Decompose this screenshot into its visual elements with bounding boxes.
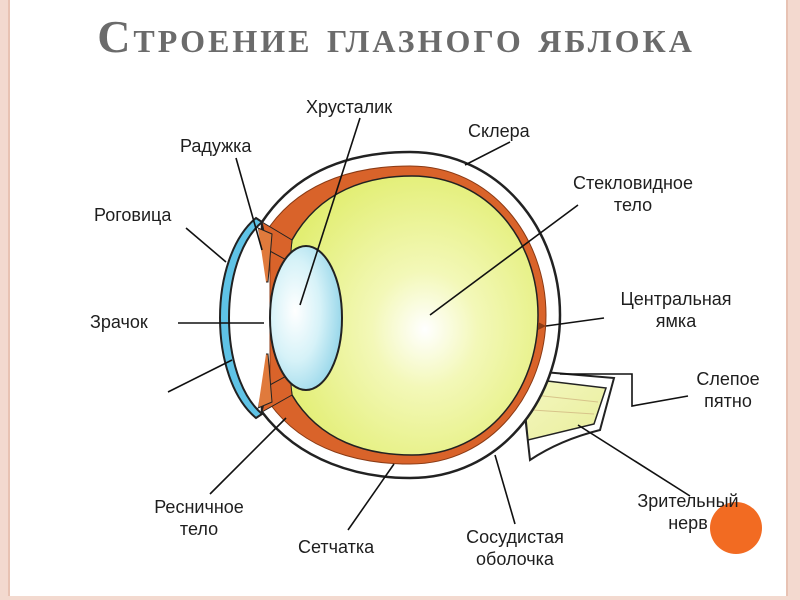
optic-nerve-fiber <box>533 394 599 403</box>
label-sclera: Склера <box>468 121 530 141</box>
leader-fovea <box>545 317 605 327</box>
label-cornea: Роговица <box>94 205 172 225</box>
leader-vitreous <box>429 204 579 316</box>
cornea <box>219 216 264 420</box>
label-fovea-line2: ямка <box>655 311 697 331</box>
optic-nerve-fiber <box>531 409 595 415</box>
accent-dot <box>710 502 762 554</box>
label-blind-spot: Слепое пятно <box>690 368 766 412</box>
fovea <box>538 322 546 330</box>
label-ciliary: Ресничное тело <box>134 496 264 540</box>
leader-choroid <box>494 454 516 525</box>
leader-retina <box>347 463 395 531</box>
label-retina: Сетчатка <box>298 537 375 557</box>
leader-ciliary <box>209 417 287 495</box>
label-vitreous-line2: тело <box>613 195 653 215</box>
label-optic-nerve-line2: нерв <box>668 513 708 533</box>
label-optic-nerve-line1: Зрительный <box>637 491 739 511</box>
label-fovea: Центральная ямка <box>604 288 748 332</box>
label-iris: Радужка <box>180 136 252 156</box>
leader-blind-spot <box>560 373 689 407</box>
page-title: Строение глазного яблока <box>97 11 695 62</box>
label-ciliary-line1: Ресничное <box>154 497 244 517</box>
label-pupil: Зрачок <box>90 312 148 332</box>
label-choroid-line2: оболочка <box>476 549 554 569</box>
label-choroid: Сосудистая оболочка <box>450 526 580 570</box>
leader-cornea-lower <box>167 359 233 393</box>
leader-iris <box>235 157 263 251</box>
leader-lines <box>167 117 691 531</box>
label-vitreous: Стекловидное тело <box>558 172 708 216</box>
leader-lens <box>299 117 361 306</box>
label-fovea-line1: Центральная <box>620 289 732 309</box>
label-ciliary-line2: тело <box>179 519 219 539</box>
anterior-chamber <box>238 228 266 408</box>
leader-sclera <box>464 141 511 166</box>
label-blind-spot-line1: Слепое <box>696 369 760 389</box>
label-blind-spot-line2: пятно <box>704 391 752 411</box>
label-optic-nerve: Зрительный нерв <box>620 490 756 534</box>
leader-optic-nerve <box>577 424 691 497</box>
label-choroid-line1: Сосудистая <box>466 527 564 547</box>
lens <box>269 245 343 391</box>
label-vitreous-line1: Стекловидное <box>573 173 693 193</box>
label-lens: Хрусталик <box>306 97 393 117</box>
leader-cornea <box>185 227 227 263</box>
